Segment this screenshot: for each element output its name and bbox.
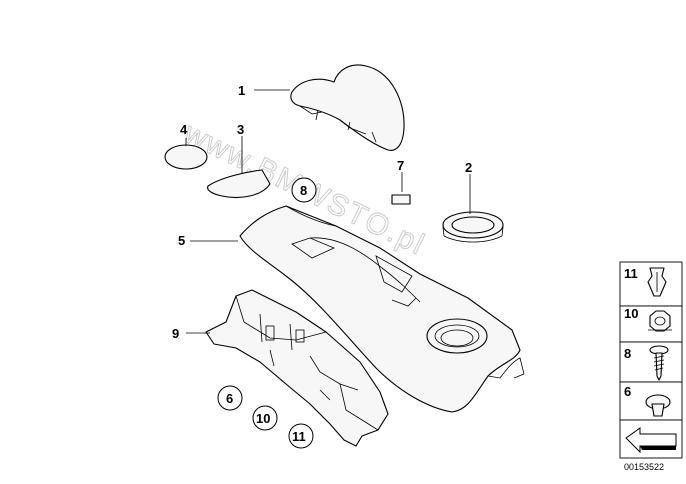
callout-6: 6 <box>226 391 233 406</box>
callout-9: 9 <box>172 326 179 341</box>
part-trim-ring <box>442 211 504 243</box>
part-armrest-lid <box>290 64 405 151</box>
hex-nut-icon <box>648 310 672 332</box>
part-clip <box>391 194 411 205</box>
callout-8: 8 <box>300 183 307 198</box>
callout-10-circled: 10 <box>252 405 278 431</box>
part-oval-mat <box>164 144 208 170</box>
part-center-console <box>239 205 525 413</box>
legend-item-11: 11 <box>624 266 638 281</box>
callout-4: 4 <box>180 122 188 137</box>
legend-item-10: 10 <box>624 306 638 321</box>
callout-11-circled: 11 <box>288 423 314 449</box>
screw-icon <box>649 345 669 381</box>
expanding-nut-icon <box>647 267 667 297</box>
direction-arrow-icon <box>625 427 677 454</box>
callout-11: 11 <box>292 429 306 444</box>
callout-7: 7 <box>397 158 404 173</box>
push-clip-icon <box>645 394 671 417</box>
document-number: 00153522 <box>624 462 664 472</box>
part-mat <box>207 169 271 199</box>
callout-3: 3 <box>237 122 244 137</box>
callout-1: 1 <box>238 83 245 98</box>
callout-5: 5 <box>178 233 185 248</box>
leader-lines <box>185 89 471 334</box>
callout-10: 10 <box>256 411 270 426</box>
legend-item-6: 6 <box>624 384 631 399</box>
callout-2: 2 <box>465 160 472 175</box>
callout-8-circled: 8 <box>291 177 317 203</box>
legend-column: 11 10 8 6 <box>619 261 683 459</box>
legend-item-8: 8 <box>624 346 631 361</box>
callout-6-circled: 6 <box>217 385 243 411</box>
part-carrier-bracket <box>205 289 389 447</box>
